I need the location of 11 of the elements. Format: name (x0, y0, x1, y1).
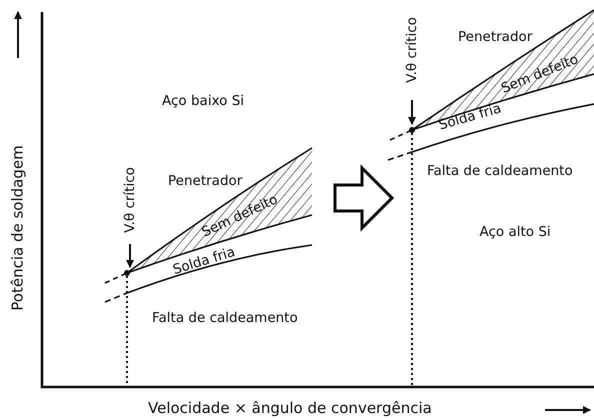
region-label: Penetrador (168, 173, 242, 189)
region-label: Aço alto Si (480, 224, 551, 240)
axis-label: Potência de soldagem (9, 145, 26, 311)
threshold-label: V.θ crítico (122, 167, 138, 233)
region-label: Aço baixo Si (162, 93, 244, 109)
region-label: Falta de caldeamento (152, 310, 298, 326)
axis-label: Velocidade × ângulo de convergência (148, 400, 432, 416)
region-label: Solda fria (171, 244, 237, 278)
region-label: Falta de caldeamento (427, 163, 573, 179)
region-label: Penetrador (458, 29, 532, 45)
threshold-label: V.θ crítico (404, 17, 420, 83)
